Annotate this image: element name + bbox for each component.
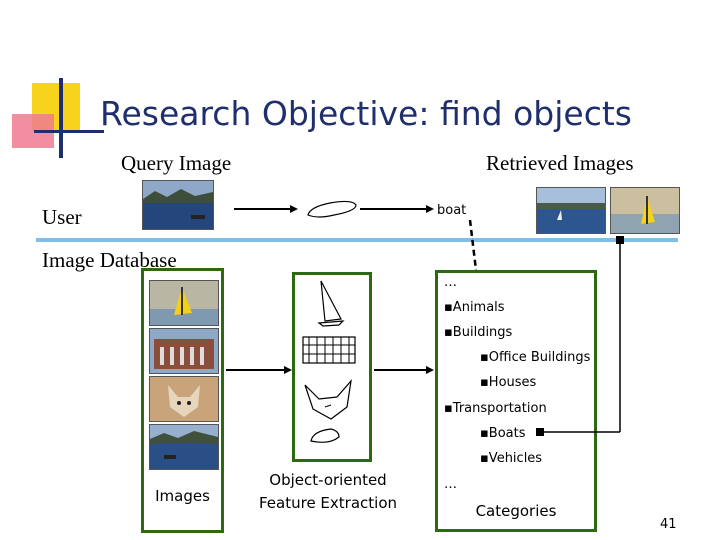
category-vehicles: ▪Vehicles <box>480 451 543 466</box>
query-image <box>142 180 214 230</box>
category-ellipsis-bottom: … <box>444 477 457 492</box>
db-image-sailboat <box>149 280 219 326</box>
divider-line <box>36 238 678 242</box>
logo-horizontal-bar <box>34 130 104 133</box>
categories-box <box>435 270 597 532</box>
dashed-link <box>468 219 478 271</box>
page-number: 41 <box>660 517 677 532</box>
category-boats: ▪Boats <box>480 426 526 441</box>
object-sketches <box>302 280 356 443</box>
images-label: Images <box>155 487 210 505</box>
category-houses: ▪Houses <box>480 375 537 390</box>
retrieved-image-1 <box>536 187 606 234</box>
category-office-buildings: ▪Office Buildings <box>480 350 591 365</box>
images-box <box>141 268 224 533</box>
arrow-to-feature <box>226 366 292 374</box>
category-transportation: ▪Transportation <box>444 401 547 416</box>
query-image-label: Query Image <box>121 151 232 175</box>
feature-box <box>292 272 372 462</box>
logo-vertical-bar <box>59 78 63 158</box>
boat-tag: boat <box>437 203 467 218</box>
db-image-fox <box>149 376 219 422</box>
category-animals: ▪Animals <box>444 300 505 315</box>
feature-extraction-label: Object-oriented Feature Extraction <box>258 471 398 512</box>
category-ellipsis-top: … <box>444 275 457 290</box>
boats-connector <box>536 236 624 436</box>
user-label: User <box>42 205 82 229</box>
categories-label: Categories <box>475 502 557 520</box>
db-image-building <box>149 328 219 374</box>
category-buildings: ▪Buildings <box>444 325 513 340</box>
arrow-to-categories <box>374 366 434 374</box>
retrieved-images-label: Retrieved Images <box>486 151 634 175</box>
user-flow-arrows <box>234 200 434 218</box>
retrieved-image-2 <box>610 187 680 234</box>
db-image-lake <box>149 424 219 470</box>
slide-title: Research Objective: find objects <box>100 94 632 133</box>
